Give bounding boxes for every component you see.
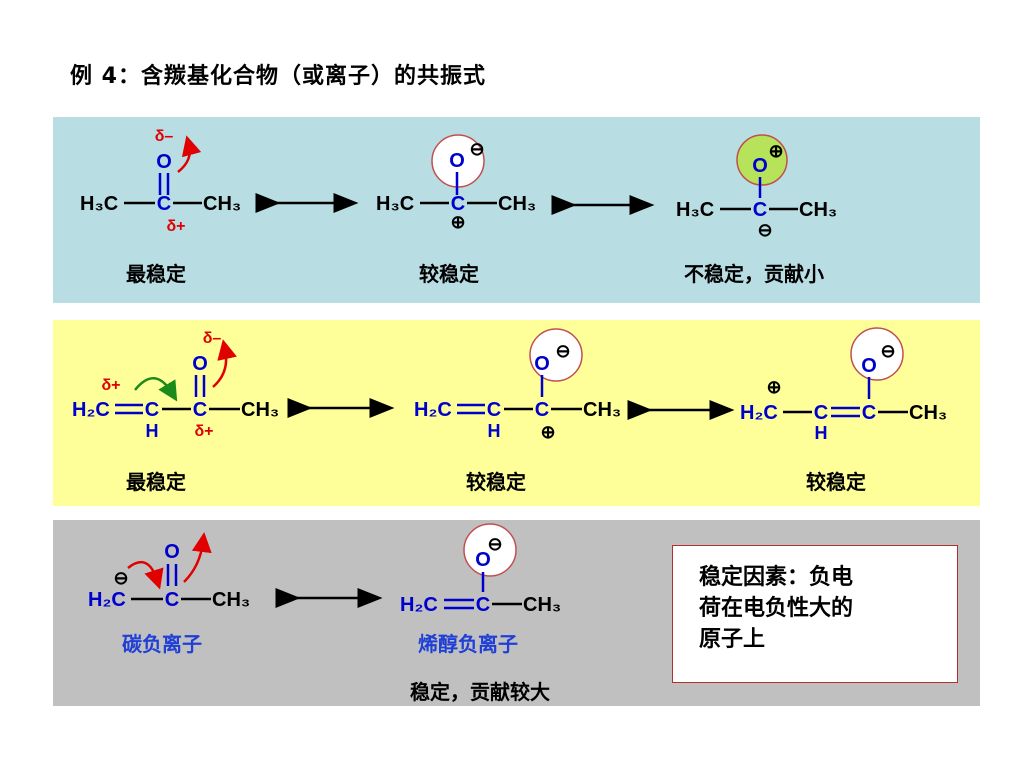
page-title: 例 4：含羰基化合物（或离子）的共振式 [70, 64, 486, 89]
enolate-carbon: C [476, 594, 490, 616]
caption-enolate-anion: 烯醇负离子 [418, 632, 518, 656]
curved-arrow-red [183, 532, 212, 583]
caption-unstable: 不稳定，贡献小 [684, 262, 824, 286]
delta-plus-label: δ+ [101, 377, 120, 394]
positive-charge-icon: ⊕ [450, 212, 465, 232]
methylene-carbon: H₂C [400, 594, 438, 616]
caption-relatively-stable: 较稳定 [466, 470, 526, 494]
positive-charge-icon: ⊕ [540, 422, 555, 442]
caption-most-stable: 最稳定 [126, 262, 186, 286]
caption-most-stable: 最稳定 [126, 470, 186, 494]
oxygen-atom: O [861, 355, 877, 377]
p2-structure-2: O ⊖ H₂C C H C CH₃ ⊕ [414, 328, 621, 442]
curved-arrow-red [127, 560, 164, 590]
methylene-carbon: H₂C [740, 402, 778, 424]
oxygen-atom: O [449, 150, 465, 172]
p1-structure-1: δ– O H₃C C CH₃ δ+ [80, 128, 241, 235]
delta-minus-label: δ– [203, 330, 222, 347]
methyl-right: CH₃ [241, 399, 279, 421]
delta-minus-label: δ– [155, 128, 174, 145]
methylene-carbon: H₂C [72, 399, 110, 421]
carbonyl-carbon: C [193, 399, 207, 421]
oxygen-highlight-circle [736, 134, 788, 186]
caption-carbanion: 碳负离子 [122, 632, 202, 656]
curved-arrow-green [134, 377, 178, 402]
methyl-right: CH₃ [909, 402, 947, 424]
methyl-right: CH₃ [203, 193, 241, 215]
delta-plus-label: δ+ [194, 423, 213, 440]
methylene-carbanion: H₂C [88, 589, 126, 611]
carbonyl-carbon: C [165, 589, 179, 611]
hydrogen-atom: H [488, 421, 501, 441]
oxygen-atom: O [475, 549, 491, 571]
methyl-left: H₃C [80, 193, 118, 215]
carbocation-carbon: C [535, 399, 549, 421]
oxygen-highlight-circle [463, 523, 517, 577]
vinyl-carbon: C [145, 399, 159, 421]
carbanion-carbon: C [753, 199, 767, 221]
methyl-left: H₃C [676, 199, 714, 221]
oxygen-atom: O [156, 151, 172, 173]
oxygen-highlight-circle [529, 328, 583, 382]
methyl-right: CH₃ [583, 399, 621, 421]
panel-ketone [53, 117, 980, 303]
hydrogen-atom: H [815, 423, 828, 443]
curved-arrow-red [212, 339, 237, 388]
carbocation-carbon: C [451, 193, 465, 215]
negative-charge-icon: ⊖ [555, 341, 570, 361]
methyl-right: CH₃ [498, 193, 536, 215]
negative-charge-icon: ⊖ [487, 534, 502, 554]
methyl-left: H₃C [376, 193, 414, 215]
oxygen-atom: O [752, 155, 768, 177]
p2-structure-3: O ⊖ ⊕ H₂C C H C CH₃ [740, 327, 947, 443]
oxygen-highlight-circle [850, 327, 904, 381]
oxygen-atom: O [192, 353, 208, 375]
hydrogen-atom: H [146, 421, 159, 441]
oxygen-atom: O [534, 353, 550, 375]
positive-charge-icon: ⊕ [768, 141, 783, 161]
carbonyl-carbon: C [157, 193, 171, 215]
methyl-right: CH₃ [799, 199, 837, 221]
methyl-right: CH₃ [212, 589, 250, 611]
vinyl-carbon: C [814, 402, 828, 424]
note-line: 荷在电负性大的 [699, 596, 854, 621]
note-line: 原子上 [699, 627, 766, 652]
negative-charge-icon: ⊖ [469, 139, 484, 159]
p2-structure-1: δ– O δ+ H₂C C H C CH₃ δ+ [72, 330, 279, 441]
p3-structure-1: O ⊖ H₂C C CH₃ [88, 532, 250, 611]
negative-charge-icon: ⊖ [113, 568, 128, 588]
methylene-carbon: H₂C [414, 399, 452, 421]
panel-enone [53, 320, 980, 506]
positive-charge-icon: ⊕ [766, 377, 781, 397]
p3-structure-2: O ⊖ H₂C C CH₃ [400, 523, 561, 616]
caption-relatively-stable: 较稳定 [419, 262, 479, 286]
enol-carbon: C [862, 402, 876, 424]
caption-relatively-stable: 较稳定 [806, 470, 866, 494]
note-line: 稳定因素：负电 [699, 565, 854, 590]
delta-plus-label: δ+ [166, 218, 185, 235]
curved-arrow-red [177, 135, 202, 173]
p1-structure-2: O ⊖ H₃C C CH₃ ⊕ [376, 134, 536, 232]
negative-charge-icon: ⊖ [757, 220, 772, 240]
methyl-right: CH₃ [523, 594, 561, 616]
p1-structure-3: O ⊕ H₃C C CH₃ ⊖ [676, 134, 837, 240]
vinyl-carbon: C [487, 399, 501, 421]
negative-charge-icon: ⊖ [880, 341, 895, 361]
caption-stable-major-contribution: 稳定，贡献较大 [410, 680, 550, 704]
stability-note-box: 稳定因素：负电 荷在电负性大的 原子上 [672, 545, 958, 683]
oxygen-atom: O [164, 541, 180, 563]
